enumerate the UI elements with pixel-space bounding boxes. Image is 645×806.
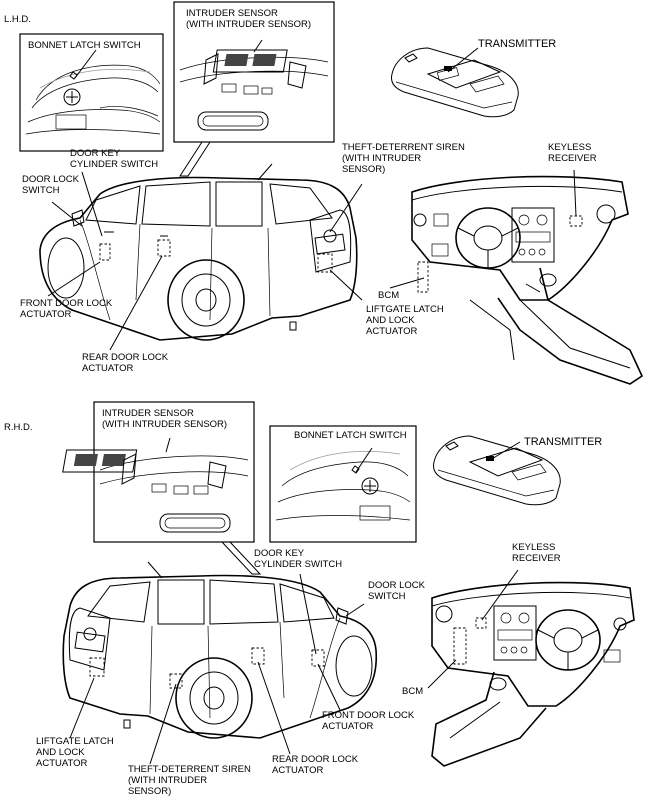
lhd-door-key-cylinder-switch-label: DOOR KEY CYLINDER SWITCH [70,148,159,170]
rhd-intruder-detail [62,401,255,543]
lhd-bonnet-detail [19,33,164,152]
rhd-bonnet-detail [269,425,417,543]
rhd-vehicle [62,561,378,739]
lhd-bonnet-latch-switch-label: BONNET LATCH SWITCH [28,40,141,51]
section-rhd-label: R.H.D. [4,422,33,433]
rhd-dashboard [431,581,635,767]
lhd-leaders [47,169,577,351]
rhd-bonnet-latch-switch-label: BONNET LATCH SWITCH [294,430,407,441]
rhd-transmitter [433,435,561,506]
rhd-callout-wedge [221,541,262,575]
lhd-intruder-detail [173,1,335,143]
rhd-theft-deterrent-siren-label: THEFT-DETERRENT SIREN (WITH INTRUDER SEN… [128,764,251,797]
lhd-rear-door-lock-actuator-label: REAR DOOR LOCK ACTUATOR [82,352,169,374]
rhd-liftgate-latch-label: LIFTGATE LATCH AND LOCK ACTUATOR [36,736,114,769]
section-lhd-label: L.H.D. [4,14,31,25]
rhd-rear-door-lock-actuator-label: REAR DOOR LOCK ACTUATOR [272,754,359,776]
lhd-keyless-receiver-label: KEYLESS RECEIVER [548,142,597,164]
rhd-transmitter-label: TRANSMITTER [524,436,603,448]
rhd-front-door-lock-actuator-label: FRONT DOOR LOCK ACTUATOR [322,710,415,732]
lhd-transmitter-label: TRANSMITTER [478,38,557,50]
lhd-vehicle [39,163,358,341]
lhd-bcm-label: BCM [378,290,400,301]
rhd-bcm-label: BCM [402,686,424,697]
rhd-door-lock-switch-label: DOOR LOCK SWITCH [368,580,426,602]
lhd-dashboard [411,175,644,385]
lhd-door-lock-switch-label: DOOR LOCK SWITCH [22,174,80,196]
rhd-door-key-cylinder-switch-label: DOOR KEY CYLINDER SWITCH [254,548,343,570]
lhd-callout-wedge [179,141,211,177]
lhd-theft-deterrent-siren-label: THEFT-DETERRENT SIREN (WITH INTRUDER SEN… [342,142,465,175]
rhd-intruder-sensor-label: INTRUDER SENSOR (WITH INTRUDER SENSOR) [102,408,228,430]
lhd-liftgate-latch-label: LIFTGATE LATCH AND LOCK ACTUATOR [366,304,444,337]
lhd-intruder-sensor-label: INTRUDER SENSOR (WITH INTRUDER SENSOR) [186,8,312,30]
lhd-front-door-lock-actuator-label: FRONT DOOR LOCK ACTUATOR [20,298,113,320]
lhd-transmitter [391,47,519,118]
rhd-keyless-receiver-label: KEYLESS RECEIVER [512,542,561,564]
rhd-leaders [69,569,519,765]
